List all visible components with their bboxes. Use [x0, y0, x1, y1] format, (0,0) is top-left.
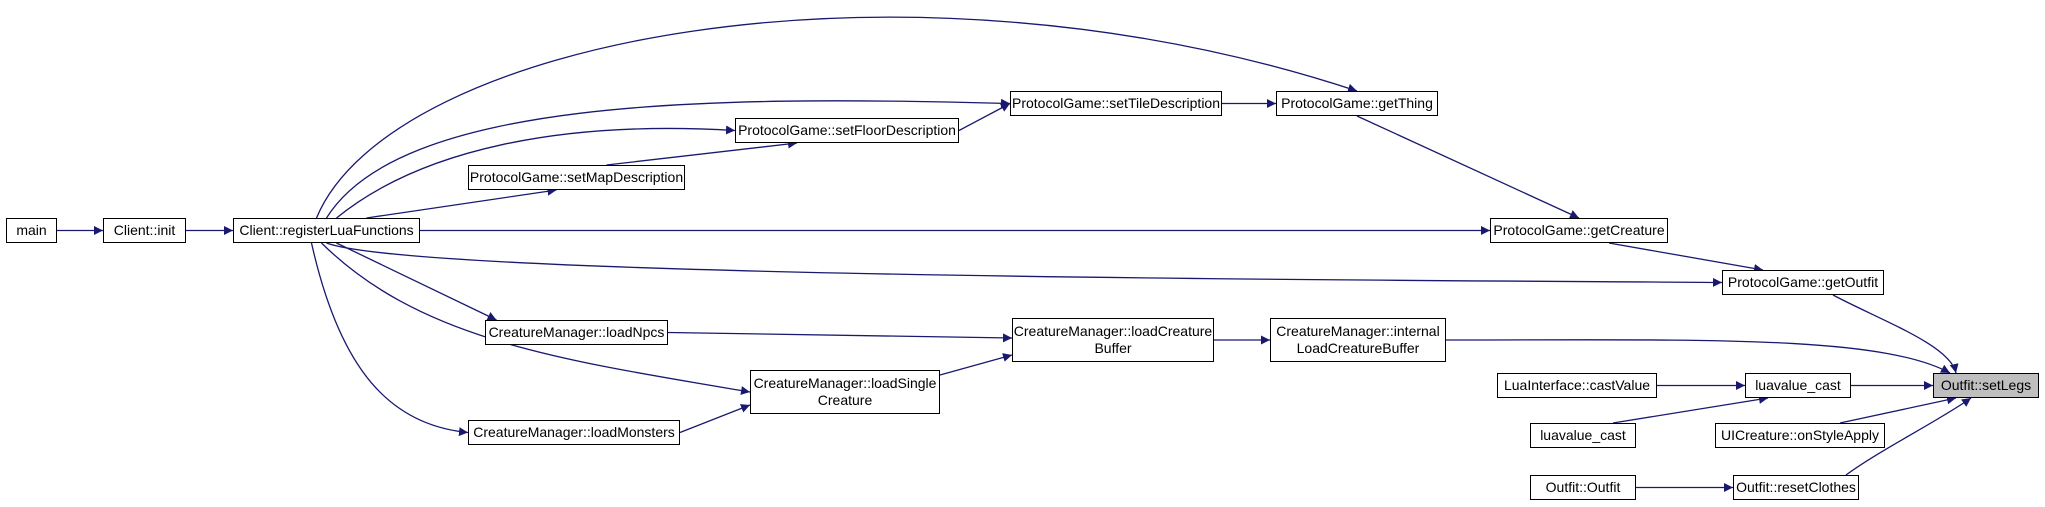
node-protocolgame-get-creature[interactable]: ProtocolGame::getCreature [1490, 218, 1668, 243]
node-protocolgame-get-outfit[interactable]: ProtocolGame::getOutfit [1722, 270, 1884, 295]
edge-register-to-floordesc [336, 125, 736, 219]
node-main[interactable]: main [6, 218, 57, 243]
node-outfit-reset-clothes[interactable]: Outfit::resetClothes [1733, 475, 1859, 500]
edge-register-to-tiledesc [325, 98, 1011, 219]
node-creaturemanager-load-creature-buffer[interactable]: CreatureManager::loadCreature Buffer [1012, 318, 1214, 362]
edge-loadmonsters-to-loadsingle [679, 404, 751, 434]
edge-mapdesc-to-floordesc [606, 139, 798, 166]
edge-register-to-mapdesc [366, 186, 557, 219]
node-protocolgame-get-thing[interactable]: ProtocolGame::getThing [1276, 91, 1438, 116]
node-protocolgame-set-floor-description[interactable]: ProtocolGame::setFloorDescription [735, 118, 959, 143]
node-creaturemanager-load-npcs[interactable]: CreatureManager::loadNpcs [485, 320, 668, 345]
edge-loadsingle-to-loadcreaturebuffer [939, 353, 1013, 376]
node-creaturemanager-load-monsters[interactable]: CreatureManager::loadMonsters [468, 420, 680, 445]
node-creaturemanager-internal-load-creature-buffer[interactable]: CreatureManager::internal LoadCreatureBu… [1270, 318, 1446, 362]
edge-onstyle-to-setlegs [1839, 395, 1957, 424]
edge-getoutfit-to-setlegs [1832, 294, 1959, 374]
edge-loadnpcs-to-loadcreaturebuffer [667, 331, 1013, 343]
node-client-register-lua-functions[interactable]: Client::registerLuaFunctions [233, 218, 420, 243]
edge-register-to-getthing [315, 16, 1358, 219]
node-client-init[interactable]: Client::init [103, 218, 186, 243]
edge-register-to-loadnpcs [336, 242, 497, 321]
edge-resetclothes-to-setlegs [1845, 397, 1972, 476]
node-luainterface-cast-value[interactable]: LuaInterface::castValue [1497, 373, 1657, 398]
edge-getthing-to-getcreature [1356, 115, 1580, 219]
node-creaturemanager-load-single-creature[interactable]: CreatureManager::loadSingle Creature [750, 370, 940, 414]
edge-getcreature-to-getoutfit [1608, 242, 1764, 273]
edge-internalload-to-setlegs [1445, 339, 1951, 374]
edge-register-to-loadsingle [321, 242, 751, 395]
node-protocolgame-set-map-description[interactable]: ProtocolGame::setMapDescription [468, 165, 685, 190]
edge-luavalue2-to-luavalue1 [1612, 394, 1769, 424]
node-luavalue-cast-lower[interactable]: luavalue_cast [1530, 423, 1636, 448]
edge-register-to-loadmonsters [310, 242, 469, 437]
node-uicreature-on-style-apply[interactable]: UICreature::onStyleApply [1715, 423, 1885, 448]
node-outfit-outfit[interactable]: Outfit::Outfit [1530, 475, 1636, 500]
node-luavalue-cast-upper[interactable]: luavalue_cast [1745, 373, 1851, 398]
edge-register-to-getoutfit [326, 242, 1723, 287]
node-outfit-set-legs[interactable]: Outfit::setLegs [1933, 373, 2039, 398]
node-protocolgame-set-tile-description[interactable]: ProtocolGame::setTileDescription [1010, 91, 1222, 116]
edge-floordesc-to-tiledesc [958, 102, 1011, 132]
